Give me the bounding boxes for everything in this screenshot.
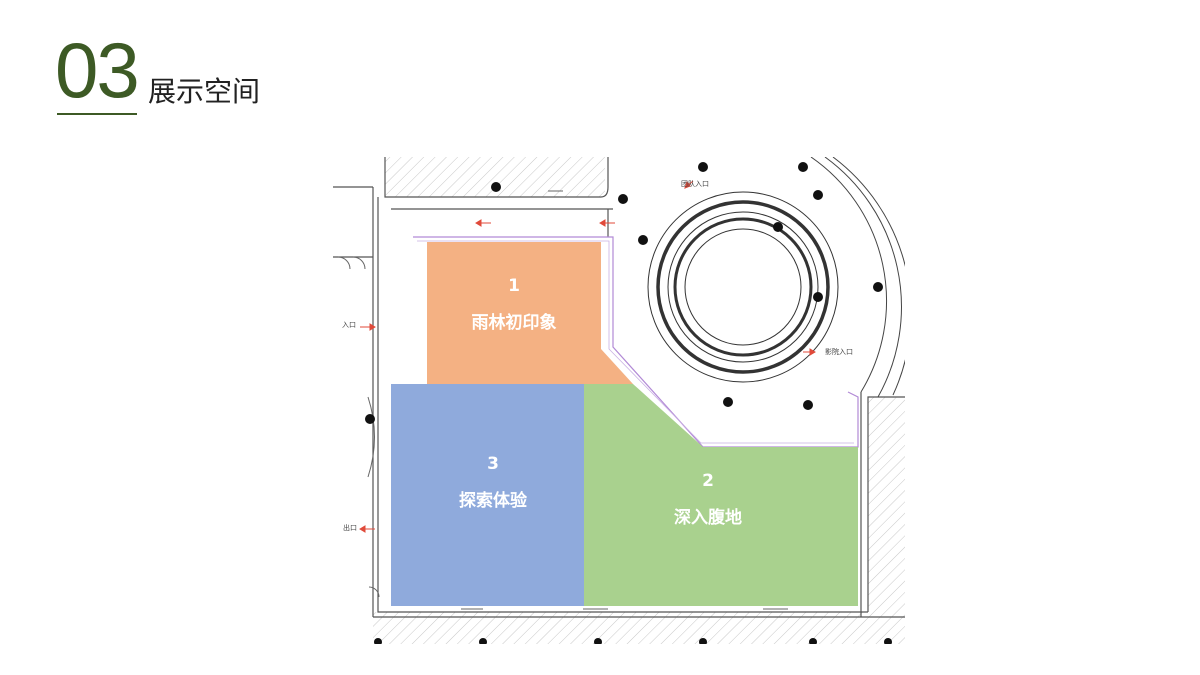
floor-plan-drawing <box>333 157 905 644</box>
rotunda <box>647 191 839 383</box>
zone-2-name: 深入腹地 <box>674 508 742 528</box>
section-title: 展示空间 <box>148 75 261 108</box>
zone-3-label: 3 探索体验 <box>418 453 568 512</box>
floor-plan: 入口 出口 团队入口 影院入口 1 雨林初印象 2 深入腹地 3 探索体验 <box>333 157 905 644</box>
exit-label: 出口 <box>343 524 357 532</box>
group-entrance-label: 团队入口 <box>681 180 709 188</box>
zone-2-label: 2 深入腹地 <box>633 470 783 529</box>
entrance-label: 入口 <box>342 321 356 329</box>
columns <box>365 162 892 644</box>
curved-facade <box>810 157 905 398</box>
door-swings <box>337 190 788 610</box>
section-underline <box>57 113 137 115</box>
zone-1-number: 1 <box>508 276 520 296</box>
zone-1-area <box>427 242 633 384</box>
section-number: 03 <box>55 26 140 114</box>
zone-1-name: 雨林初印象 <box>471 313 557 333</box>
zone-2-area <box>584 384 858 606</box>
zone-3-area <box>391 384 584 606</box>
direction-arrows <box>359 180 816 533</box>
zone-3-number: 3 <box>487 454 499 474</box>
section-header: 03 展示空间 <box>55 30 315 120</box>
theater-entrance-label: 影院入口 <box>825 348 853 356</box>
hatched-wall-right <box>868 397 905 612</box>
zone-2-number: 2 <box>702 471 714 491</box>
zone-1-label: 1 雨林初印象 <box>439 275 589 334</box>
display-boundary-inner <box>417 240 854 444</box>
zone-3-name: 探索体验 <box>459 491 527 511</box>
